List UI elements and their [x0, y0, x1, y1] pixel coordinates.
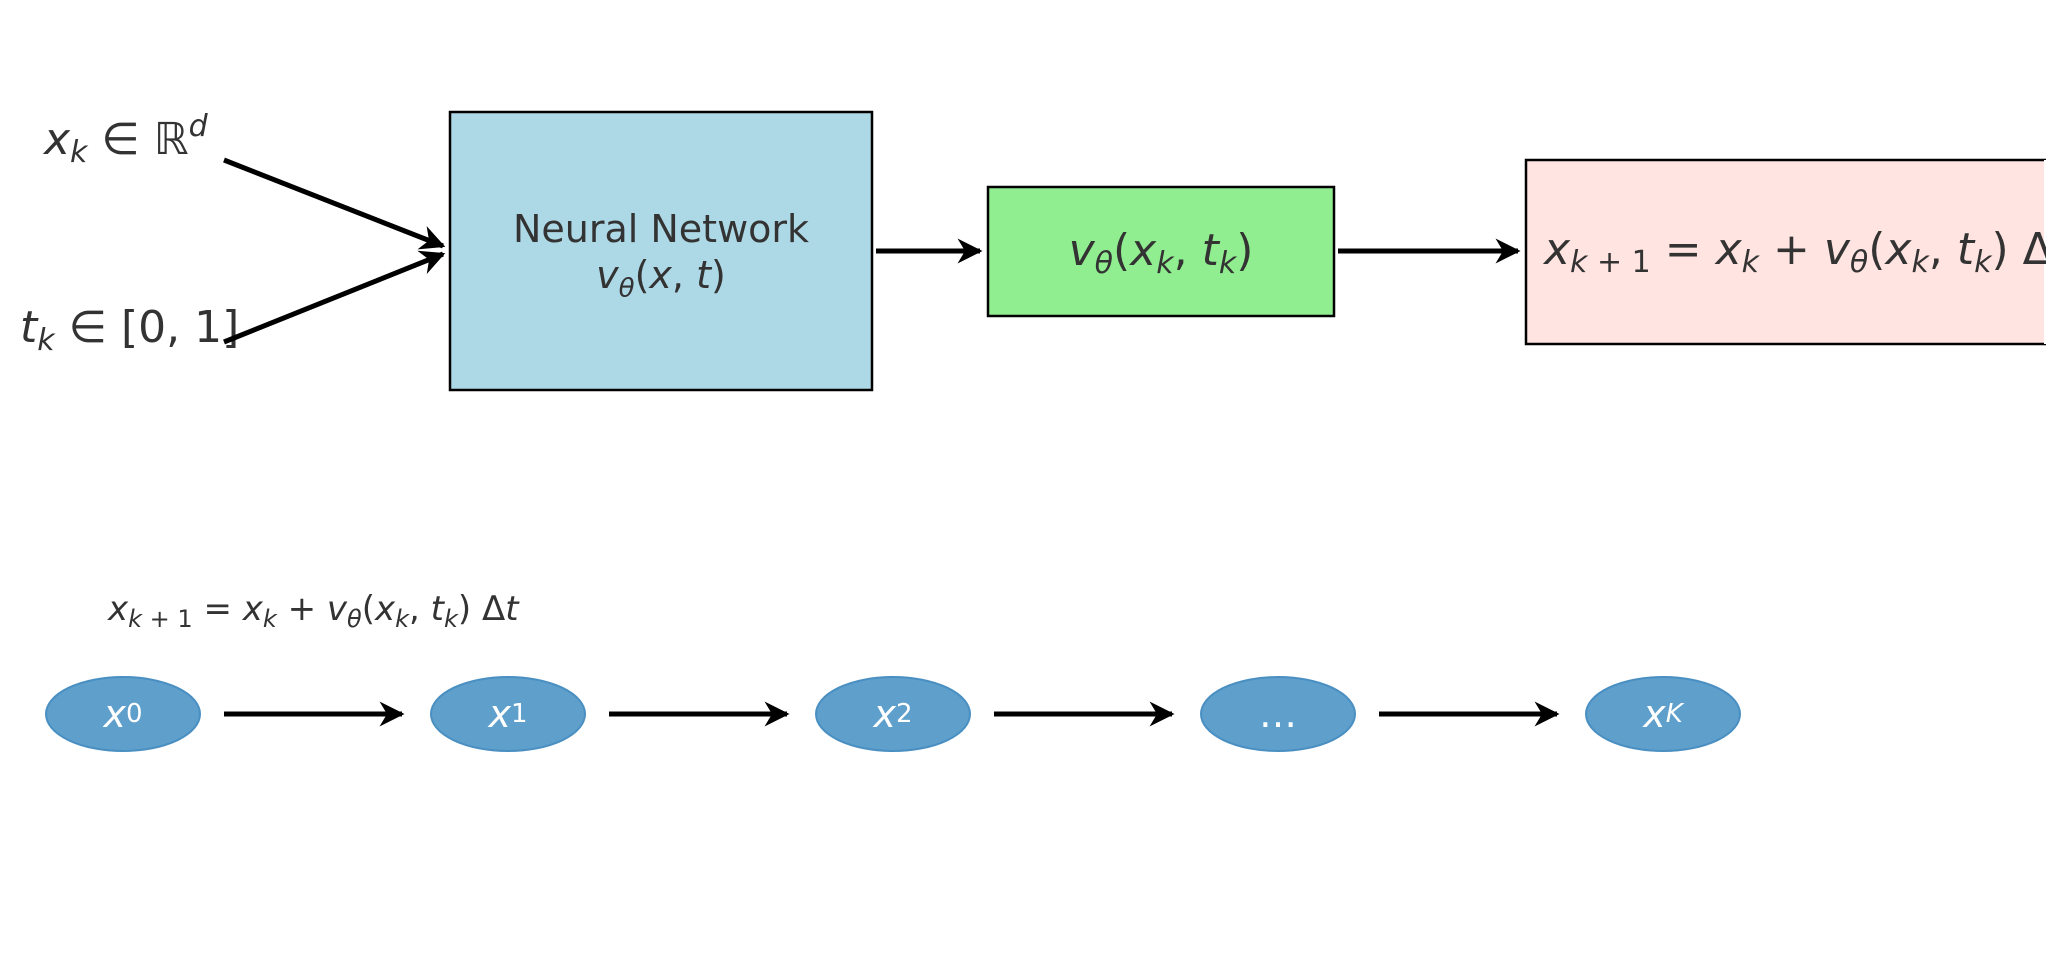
neural-network-formula: vθ(x, t)	[596, 253, 726, 304]
velocity-box	[986, 185, 1336, 318]
trajectory-caption: xk + 1 = xk + vθ(xk, tk) Δt	[107, 589, 520, 633]
neural-network-box	[448, 110, 874, 392]
neural-network-text: Neural Network vθ(x, t)	[450, 206, 872, 312]
update-rule-box	[1524, 158, 2048, 346]
t-input-arrow	[223, 250, 446, 345]
t-input-label: tk ∈ [0, 1]	[20, 302, 239, 358]
trajectory-node-4	[1585, 676, 1741, 752]
x-input-label: xk ∈ ℝd	[42, 109, 209, 170]
trajectory-node-0	[45, 676, 201, 752]
trajectory-node-2	[815, 676, 971, 752]
neural-network-title: Neural Network	[512, 207, 810, 251]
trajectory-node-3	[1200, 676, 1356, 752]
velocity-label: vθ(xk, tk)	[1069, 225, 1254, 281]
trajectory-node-label-3: …	[1259, 692, 1297, 736]
x-input-arrow	[223, 157, 446, 250]
update-rule-label: xk + 1 = xk + vθ(xk, tk) Δt	[1542, 224, 2064, 280]
trajectory-node-1	[430, 676, 586, 752]
